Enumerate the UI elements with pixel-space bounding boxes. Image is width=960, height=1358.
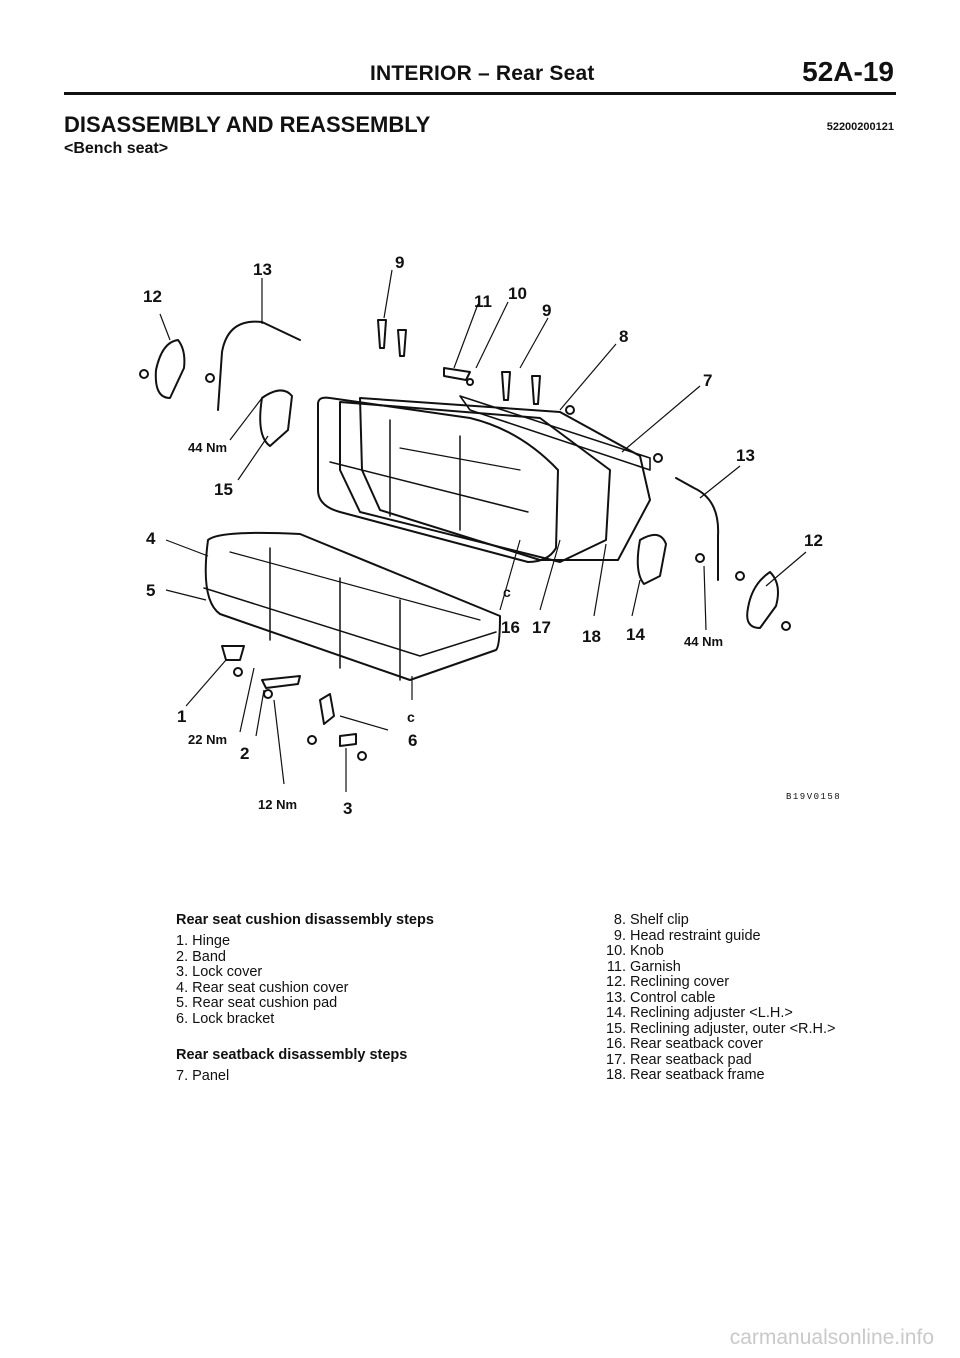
callout-3: 3 [343, 799, 352, 818]
list-item: 1. Hinge [176, 933, 231, 949]
section-title: DISASSEMBLY AND REASSEMBLY [64, 112, 431, 137]
lock-bracket-shape [319, 693, 335, 725]
reclining-cover-left [154, 339, 186, 399]
callout-2: 2 [240, 744, 249, 763]
seatback-rail [459, 395, 651, 471]
callout-16: 16 [501, 618, 520, 637]
reclining-cover-right [746, 571, 779, 629]
group-spacer [176, 1027, 496, 1047]
list-item: 13.Control cable [606, 989, 716, 1006]
list-item: 14.Reclining adjuster <L.H.> [606, 1005, 793, 1021]
torque-label-left: 44 Nm [188, 440, 227, 455]
torque-label-band: 12 Nm [258, 797, 297, 812]
callout-5: 5 [146, 581, 155, 600]
section-subtitle: <Bench seat> [64, 140, 169, 157]
hinge-shape [221, 645, 245, 661]
list-item: 7. Panel [176, 1068, 230, 1084]
list-item: 11.Garnish [606, 958, 681, 975]
list-item: 18.Rear seatback frame [606, 1067, 765, 1083]
list-item: 17.Rear seatback pad [606, 1051, 752, 1068]
cushion-steps-heading: Rear seat cushion disassembly steps [176, 912, 434, 928]
header-rule [64, 92, 896, 95]
garnish-shape [443, 367, 471, 381]
seatback-step-list-right: 8.Shelf clip 9.Head restraint guide 10.K… [606, 912, 926, 1084]
list-item: 16.Rear seatback cover [606, 1036, 763, 1052]
figure-code: B19V0158 [786, 792, 841, 802]
lock-cover-shape [339, 733, 357, 747]
callout-9-top: 9 [395, 253, 404, 272]
watermark: carmanualsonline.info [729, 1326, 934, 1349]
reclining-adjuster-right [636, 533, 667, 585]
header-title: INTERIOR – Rear Seat [370, 62, 595, 85]
list-item: 10.Knob [606, 943, 664, 959]
callout-12-right: 12 [804, 531, 823, 550]
list-item: 3. Lock cover [176, 964, 263, 980]
page-number: 52A-19 [802, 56, 894, 87]
callout-c-upper: c [503, 584, 511, 600]
control-cable-left [217, 320, 301, 411]
head-restraint-guide-2 [501, 371, 541, 405]
seatback-pad-shape [339, 401, 611, 563]
reclining-adjuster-left [259, 389, 293, 447]
page-header: INTERIOR – Rear Seat 52A-19 [0, 48, 960, 96]
callout-1: 1 [177, 707, 186, 726]
callout-15: 15 [214, 480, 233, 499]
seatback-step-list-left: 7. Panel [176, 1068, 496, 1085]
callout-8: 8 [619, 327, 628, 346]
callout-14: 14 [626, 625, 645, 644]
seat-cushion-shape [204, 531, 501, 681]
head-restraint-guide [377, 319, 407, 357]
callout-7: 7 [703, 371, 712, 390]
callout-6: 6 [408, 731, 417, 750]
callout-12-left: 12 [143, 287, 162, 306]
callout-c-lower: c [407, 709, 415, 725]
callout-4: 4 [146, 529, 156, 548]
control-cable-right [675, 477, 720, 581]
list-item: 12.Reclining cover [606, 974, 730, 990]
callout-17: 17 [532, 618, 551, 637]
callout-11: 11 [474, 292, 492, 311]
cushion-steps-column: Rear seat cushion disassembly steps 1. H… [176, 912, 496, 1085]
section-code: 52200200121 [826, 121, 894, 133]
list-item: 2. Band [176, 948, 226, 965]
list-item: 6. Lock bracket [176, 1010, 275, 1027]
callout-9-right: 9 [542, 301, 551, 320]
callout-13-right: 13 [736, 446, 755, 465]
list-item: 15.Reclining adjuster, outer <R.H.> [606, 1020, 836, 1037]
seatback-steps-column: 8.Shelf clip 9.Head restraint guide 10.K… [606, 912, 926, 1084]
seatback-frame-shape [359, 397, 651, 561]
torque-label-right: 44 Nm [684, 634, 723, 649]
torque-label-hinge: 22 Nm [188, 732, 227, 747]
list-item: 4. Rear seat cushion cover [176, 979, 349, 996]
list-item: 9.Head restraint guide [613, 927, 761, 944]
list-item: 5. Rear seat cushion pad [176, 995, 338, 1011]
callout-18: 18 [582, 627, 601, 646]
band-shape [261, 675, 301, 689]
seatback-steps-heading: Rear seatback disassembly steps [176, 1047, 408, 1063]
seatback-cover-shape [317, 396, 559, 563]
callout-10: 10 [508, 284, 527, 303]
list-item: 8.Shelf clip [613, 912, 689, 928]
cushion-step-list: 1. Hinge 2. Band 3. Lock cover 4. Rear s… [176, 933, 496, 1027]
callout-13-left: 13 [253, 260, 272, 279]
